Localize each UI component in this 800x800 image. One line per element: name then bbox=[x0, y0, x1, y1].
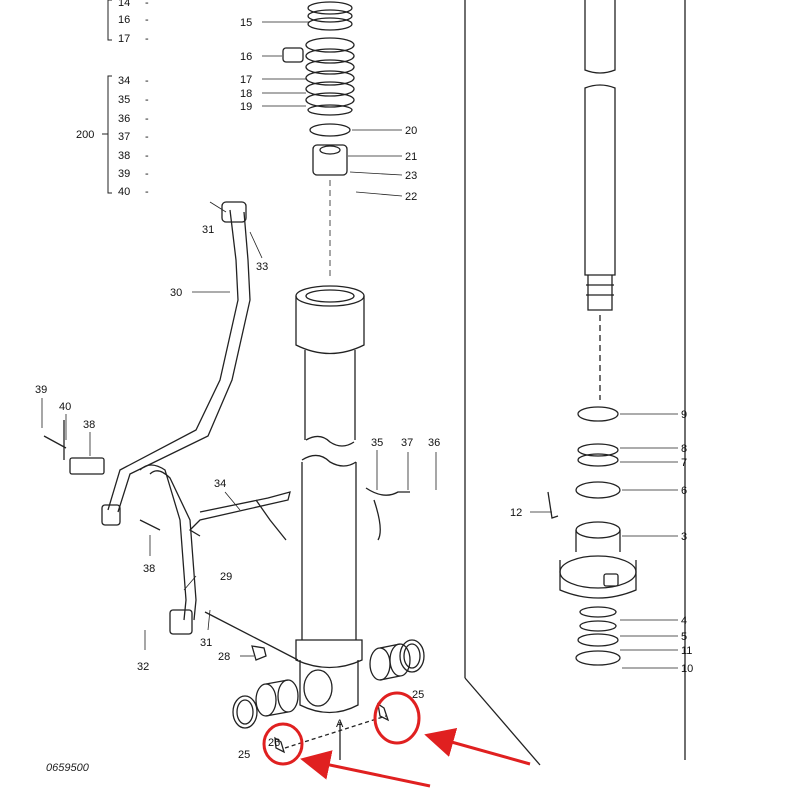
hydraulic-pipes bbox=[43, 201, 251, 635]
callout-label: 12 bbox=[510, 507, 522, 519]
callout-label: 23 bbox=[405, 170, 417, 182]
callout-label: 30 bbox=[170, 287, 182, 299]
cylinder-head bbox=[295, 285, 365, 447]
highlight-annotations bbox=[262, 691, 531, 788]
pipe-clamps bbox=[139, 487, 410, 661]
list-item: 14 bbox=[118, 0, 130, 9]
callout-label: 37 bbox=[401, 437, 413, 449]
callout-label: 39 bbox=[35, 384, 47, 396]
callout-label: 18 bbox=[240, 88, 252, 100]
list-item: 36 bbox=[118, 113, 130, 125]
callout-label: 7 bbox=[681, 457, 687, 469]
list-item: 17 bbox=[118, 33, 130, 45]
piston-rod bbox=[464, 0, 686, 766]
callout-label: 26 bbox=[268, 737, 280, 749]
list-item: - bbox=[145, 94, 149, 106]
highlight-arrow bbox=[424, 728, 531, 766]
callout-label: 38 bbox=[143, 563, 155, 575]
callout-label: 34 bbox=[214, 478, 226, 490]
callout-label: 35 bbox=[371, 437, 383, 449]
callout-label: 31 bbox=[200, 637, 212, 649]
list-item: - bbox=[145, 168, 149, 180]
list-item: - bbox=[145, 33, 149, 45]
list-item: - bbox=[145, 75, 149, 87]
highlight-circle bbox=[262, 722, 304, 766]
callout-label: 16 bbox=[240, 51, 252, 63]
pivot-bushings bbox=[232, 639, 425, 760]
kit-parts-list: 200 34 - 35 - 36 - 37 - 38 - 39 - 40 - bbox=[76, 75, 149, 198]
list-item: - bbox=[145, 0, 149, 9]
highlight-circle bbox=[373, 691, 421, 745]
callout-label: 17 bbox=[240, 74, 252, 86]
list-item: 39 bbox=[118, 168, 130, 180]
left-callouts bbox=[41, 201, 437, 657]
top-parts-list: 14 - 16 - 17 - bbox=[107, 0, 149, 45]
list-item: - bbox=[145, 113, 149, 125]
callout-label: 6 bbox=[681, 485, 687, 497]
callout-label: 25 bbox=[412, 689, 424, 701]
list-item: - bbox=[145, 150, 149, 162]
list-item: 16 bbox=[118, 14, 130, 26]
cylinder-tube bbox=[295, 454, 363, 714]
right-callouts bbox=[530, 413, 678, 669]
list-item: 38 bbox=[118, 150, 130, 162]
list-item: - bbox=[145, 186, 149, 198]
drawing-number: 0659500 bbox=[46, 762, 89, 774]
callout-label: 15 bbox=[240, 17, 252, 29]
group-label: 200 bbox=[76, 129, 94, 141]
callout-label: 10 bbox=[681, 663, 693, 675]
callout-label: 8 bbox=[681, 443, 687, 455]
top-callouts bbox=[262, 21, 403, 280]
callout-label: 4 bbox=[681, 615, 687, 627]
highlight-arrow bbox=[300, 750, 431, 788]
list-item: 35 bbox=[118, 94, 130, 106]
callout-label: 31 bbox=[202, 224, 214, 236]
callout-label: 9 bbox=[681, 409, 687, 421]
callout-label: 21 bbox=[405, 151, 417, 163]
callout-label: 29 bbox=[220, 571, 232, 583]
piston-seal-stack bbox=[282, 1, 355, 176]
callout-label: 11 bbox=[681, 645, 692, 657]
gland-seals bbox=[547, 406, 637, 666]
callout-label: 20 bbox=[405, 125, 417, 137]
list-item: - bbox=[145, 14, 149, 26]
callout-label: 28 bbox=[218, 651, 230, 663]
callout-label: 3 bbox=[681, 531, 687, 543]
callout-label: 5 bbox=[681, 631, 687, 643]
callout-label: 25 bbox=[238, 749, 250, 761]
callout-label: 19 bbox=[240, 101, 252, 113]
list-item: - bbox=[145, 131, 149, 143]
list-item: 34 bbox=[118, 75, 130, 87]
callout-label: A bbox=[336, 718, 344, 730]
callout-label: 36 bbox=[428, 437, 440, 449]
callout-label: 33 bbox=[256, 261, 268, 273]
callout-label: 38 bbox=[83, 419, 95, 431]
callout-label: 32 bbox=[137, 661, 149, 673]
callout-label: 40 bbox=[59, 401, 71, 413]
callout-label: 22 bbox=[405, 191, 417, 203]
list-item: 37 bbox=[118, 131, 130, 143]
list-item: 40 bbox=[118, 186, 130, 198]
